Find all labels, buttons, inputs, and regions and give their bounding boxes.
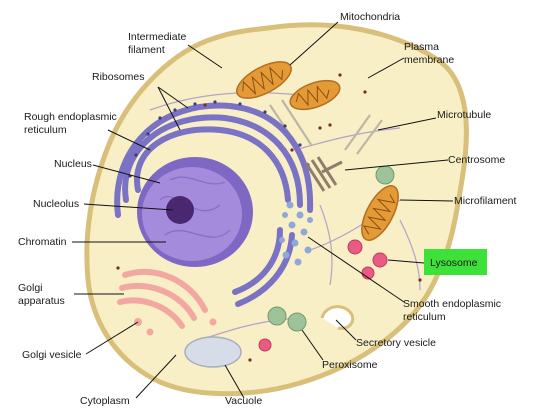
vacuole-shape <box>184 336 242 368</box>
leader-lines <box>72 21 454 399</box>
label-secretory-vesicle: Secretory vesicle <box>356 337 436 349</box>
lysosome-highlight <box>424 249 487 275</box>
smooth-er-shape <box>279 201 313 266</box>
nucleolus-shape <box>166 196 194 224</box>
label-golgi-apparatus: Golgi apparatus <box>18 282 65 307</box>
label-golgi-vesicle: Golgi vesicle <box>22 349 82 361</box>
green-vesicle-top <box>375 165 395 185</box>
secretory-vesicle-shape <box>320 305 355 330</box>
label-plasma-membrane: Plasma membrane <box>404 41 454 66</box>
mitochondrion-top <box>236 61 292 99</box>
golgi-shape <box>117 268 208 329</box>
label-centrosome: Centrosome <box>448 154 505 166</box>
nucleus-shape <box>137 157 253 267</box>
mitochondrion-right <box>361 185 399 241</box>
label-vacuole: Vacuole <box>225 395 262 407</box>
label-nucleus: Nucleus <box>54 158 92 170</box>
mitochondrion-middle <box>289 79 341 111</box>
ribosome-dots <box>128 100 310 178</box>
label-mitochondria: Mitochondria <box>340 11 400 23</box>
label-cytoplasm: Cytoplasm <box>80 395 130 407</box>
label-rough-er: Rough endoplasmic reticulum <box>24 111 120 136</box>
label-chromatin: Chromatin <box>18 236 67 248</box>
label-microtubule: Microtubule <box>437 109 491 121</box>
free-ribosomes <box>116 73 422 362</box>
centrosome-shape <box>304 156 343 192</box>
label-intermediate-filament: Intermediate filament <box>128 31 189 56</box>
label-peroxisome: Peroxisome <box>322 359 378 371</box>
label-ribosomes: Ribosomes <box>92 71 145 83</box>
peroxisome-shape <box>287 312 307 332</box>
rough-er-shape <box>114 102 314 307</box>
green-vesicle-left <box>267 306 287 326</box>
label-nucleolus: Nucleolus <box>33 198 79 210</box>
label-smooth-er: Smooth endoplasmic reticulum <box>403 298 504 323</box>
label-microfilament: Microfilament <box>454 195 517 207</box>
label-lysosome: Lysosome <box>430 257 478 269</box>
